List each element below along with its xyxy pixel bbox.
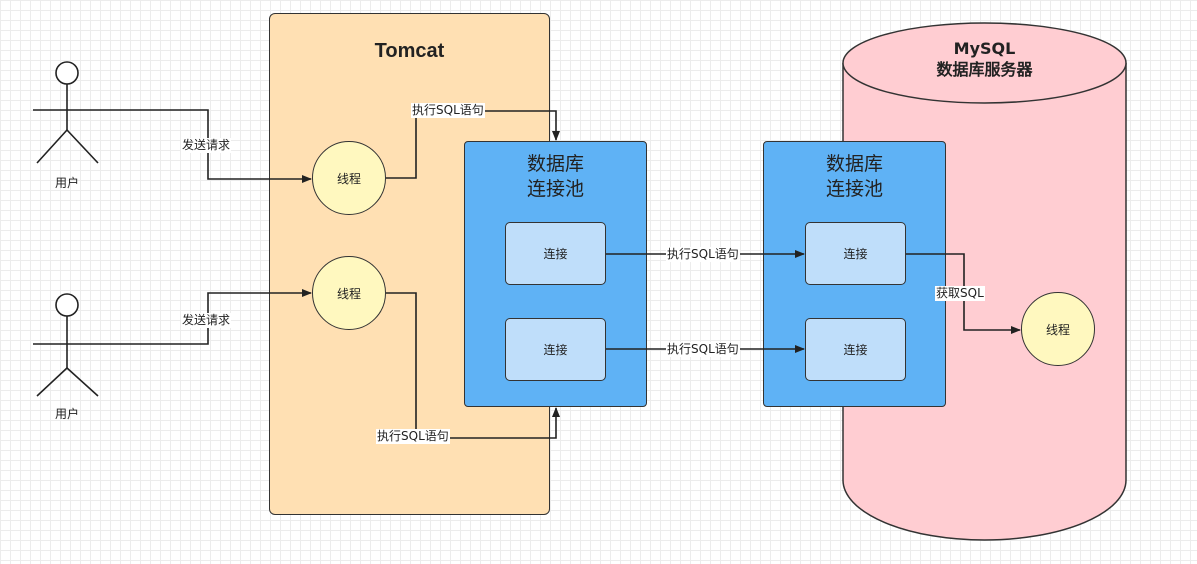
thread-label: 线程 (336, 286, 361, 301)
mysql-title: MySQL 数据库服务器 (936, 39, 1033, 79)
user-1-label: 用户 (55, 176, 80, 190)
pool-1-connection-2: 连接 (505, 318, 606, 381)
pool-2-connection-1: 连接 (805, 222, 906, 285)
edge-label-send-request-2: 发送请求 (181, 313, 232, 328)
exec-sql-edge-bottom (386, 292, 560, 439)
user-1-figure (33, 61, 101, 164)
edge-label-get-sql: 获取SQL (935, 286, 985, 301)
user-2-label: 用户 (55, 407, 80, 421)
pool-1-connection-1: 连接 (505, 222, 606, 285)
edge-label-exec-sql-bottom: 执行SQL语句 (376, 429, 450, 444)
thread-label: 线程 (336, 171, 361, 186)
edge-label-exec-sql-mid-2: 执行SQL语句 (666, 342, 740, 357)
user-2-figure (33, 293, 101, 397)
edge-label-exec-sql-top: 执行SQL语句 (411, 103, 485, 118)
thread-3: 线程 (1021, 292, 1095, 366)
edge-label-send-request-1: 发送请求 (181, 138, 232, 153)
connection-label: 连接 (543, 247, 568, 261)
thread-2: 线程 (312, 256, 386, 330)
exec-sql-edge-top (386, 110, 560, 179)
connection-label: 连接 (843, 247, 868, 261)
pool-1-title: 数据库 连接池 (526, 153, 584, 200)
connection-label: 连接 (843, 343, 868, 357)
thread-1: 线程 (312, 141, 386, 215)
pool-2-connection-2: 连接 (805, 318, 906, 381)
tomcat-title: Tomcat (374, 40, 445, 62)
thread-label: 线程 (1045, 322, 1070, 337)
edge-label-exec-sql-mid-1: 执行SQL语句 (666, 247, 740, 262)
connection-label: 连接 (543, 343, 568, 357)
pool-2-title: 数据库 连接池 (825, 153, 883, 200)
